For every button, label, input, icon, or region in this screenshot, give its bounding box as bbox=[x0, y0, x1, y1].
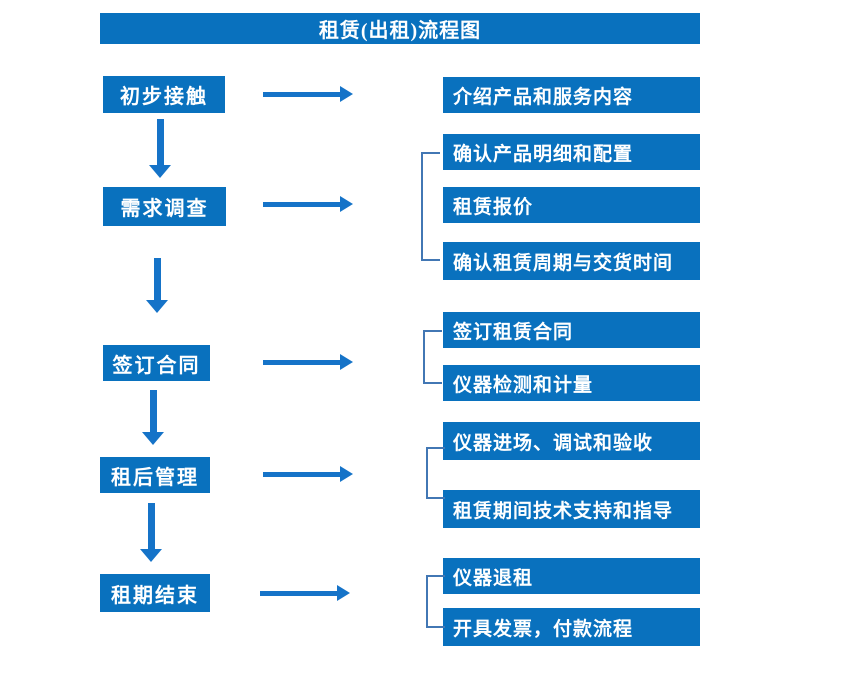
detail-invoice-payment: 开具发票，付款流程 bbox=[443, 608, 700, 646]
detail-instrument-testing: 仪器检测和计量 bbox=[443, 365, 700, 401]
step-sign-contract: 签订合同 bbox=[103, 345, 210, 381]
arrow-down-1-icon bbox=[149, 119, 171, 178]
arrow-head bbox=[140, 549, 162, 562]
detail-rental-quote: 租赁报价 bbox=[443, 187, 700, 223]
arrow-shaft bbox=[263, 91, 340, 97]
arrow-right-2-icon bbox=[263, 196, 353, 212]
arrow-right-4-icon bbox=[263, 466, 353, 482]
bracket-sign-contract-group bbox=[423, 330, 442, 384]
arrow-down-3-icon bbox=[142, 390, 164, 445]
step-initial-contact: 初步接触 bbox=[103, 76, 225, 113]
detail-confirm-product-details: 确认产品明细和配置 bbox=[443, 134, 700, 170]
bracket-demand-survey-group bbox=[421, 152, 440, 261]
arrow-head bbox=[146, 300, 168, 313]
arrow-shaft bbox=[147, 503, 155, 549]
flowchart-title: 租赁(出租)流程图 bbox=[100, 13, 700, 44]
arrow-down-2-icon bbox=[146, 258, 168, 313]
step-rental-end: 租期结束 bbox=[100, 574, 210, 612]
arrow-shaft bbox=[156, 119, 164, 165]
arrow-head bbox=[340, 86, 353, 102]
detail-confirm-rental-period: 确认租赁周期与交货时间 bbox=[443, 242, 700, 280]
arrow-right-1-icon bbox=[263, 86, 353, 102]
detail-instrument-entry: 仪器进场、调试和验收 bbox=[443, 422, 700, 460]
arrow-shaft bbox=[263, 471, 340, 477]
detail-sign-rental-contract: 签订租赁合同 bbox=[443, 312, 700, 348]
bracket-post-rental-group bbox=[426, 447, 445, 499]
arrow-right-3-icon bbox=[263, 354, 353, 370]
step-demand-survey: 需求调查 bbox=[103, 187, 226, 226]
arrow-shaft bbox=[263, 359, 340, 365]
detail-technical-support: 租赁期间技术支持和指导 bbox=[443, 490, 700, 528]
step-post-rental-management: 租后管理 bbox=[100, 457, 210, 493]
arrow-head bbox=[149, 165, 171, 178]
arrow-head bbox=[142, 432, 164, 445]
arrow-right-5-icon bbox=[260, 585, 350, 601]
arrow-head bbox=[340, 466, 353, 482]
arrow-shaft bbox=[153, 258, 161, 300]
arrow-down-4-icon bbox=[140, 503, 162, 562]
arrow-head bbox=[340, 354, 353, 370]
arrow-head bbox=[337, 585, 350, 601]
arrow-shaft bbox=[260, 590, 337, 596]
bracket-rental-end-group bbox=[426, 575, 445, 628]
arrow-shaft bbox=[263, 201, 340, 207]
arrow-head bbox=[340, 196, 353, 212]
arrow-shaft bbox=[149, 390, 157, 432]
detail-introduce-products: 介绍产品和服务内容 bbox=[443, 77, 700, 113]
detail-instrument-return: 仪器退租 bbox=[443, 558, 700, 594]
